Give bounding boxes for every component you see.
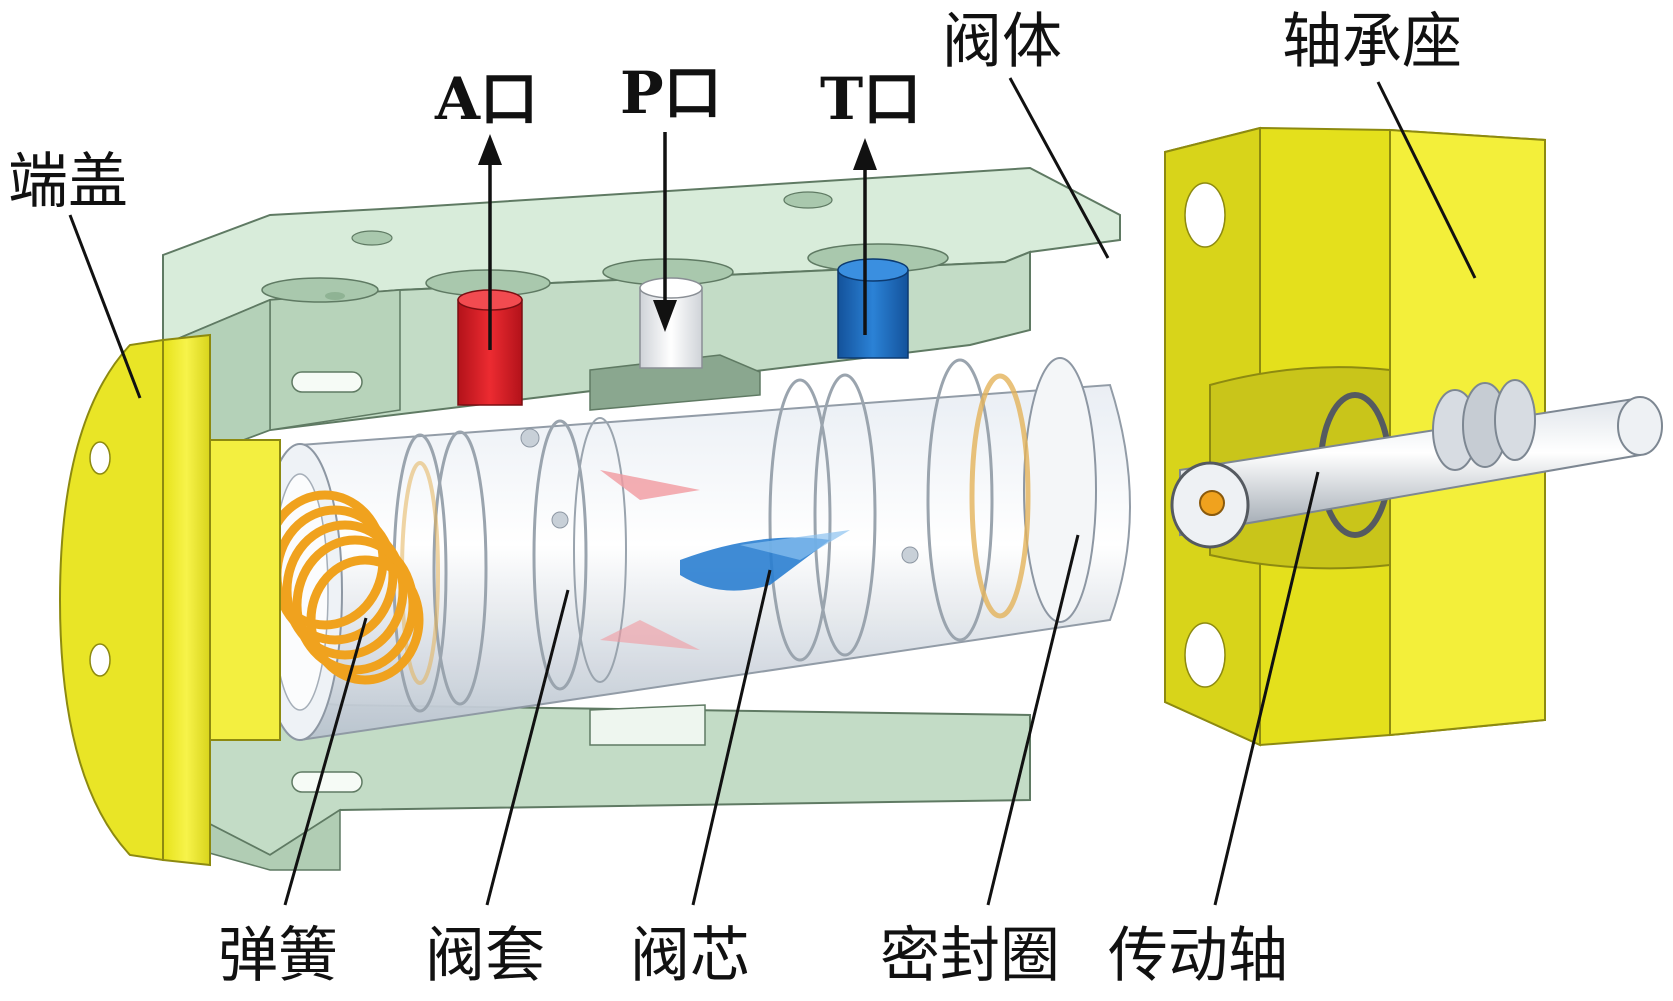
leader-valve-sleeve — [485, 589, 570, 906]
spring-label: 弹簧 — [218, 921, 338, 991]
leader-valve-body — [1008, 77, 1110, 259]
port-t-label: T口 — [820, 65, 922, 133]
flow-arrows — [478, 132, 877, 350]
valve-body-label: 阀体 — [942, 7, 1062, 77]
port-t-out-arrow — [853, 138, 877, 335]
port-p-label: P口 — [620, 59, 722, 127]
port-p-insert — [639, 277, 703, 369]
valve-sleeve-label: 阀套 — [425, 921, 545, 991]
leader-valve-spool — [691, 569, 772, 906]
leader-drive-shaft — [1213, 471, 1320, 906]
port-a-out-arrow — [478, 134, 502, 350]
seal-ring-label: 密封圈 — [880, 921, 1060, 991]
end-cover — [58, 333, 281, 867]
port-p-in-arrow — [653, 132, 677, 332]
drive-shaft-label: 传动轴 — [1108, 921, 1288, 991]
leader-seal-ring — [986, 534, 1080, 906]
leader-lines — [68, 77, 1477, 906]
drive-shaft — [1170, 379, 1663, 549]
leader-end-cover — [68, 214, 142, 399]
bearing-seat-label: 轴承座 — [1282, 7, 1462, 77]
leader-spring — [283, 617, 368, 906]
port-t-insert — [837, 258, 909, 359]
bearing-seat — [1164, 126, 1546, 747]
valve-body — [162, 166, 1121, 871]
end-cover-label: 端盖 — [8, 147, 128, 217]
leader-bearing-seat — [1376, 81, 1477, 279]
port-a-label: A口 — [435, 65, 539, 133]
valve-spool-label: 阀芯 — [630, 921, 750, 991]
